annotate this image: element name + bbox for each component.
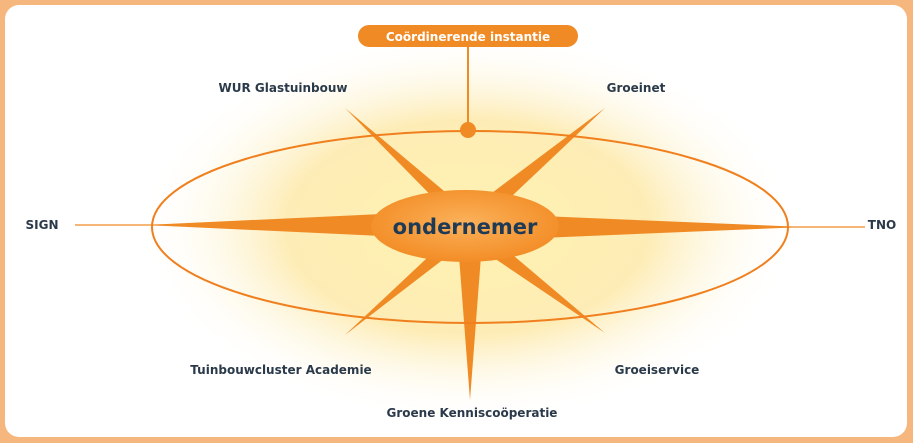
node-sign: SIGN [26,218,59,232]
coordinator-pill [358,25,578,47]
node-tuinbouwcluster-academie: Tuinbouwcluster Academie [190,363,371,377]
spike-south [457,230,483,400]
center-label: ondernemer [393,215,538,239]
network-diagram: Coördinerende instantie ondernemer WUR G… [26,25,896,422]
diagram-frame: Coördinerende instantie ondernemer WUR G… [5,5,907,437]
node-groene-kenniscooperatie: Groene Kenniscoöperatie [387,406,558,420]
node-groeiservice: Groeiservice [615,363,700,377]
coordinator-dot [460,122,476,138]
node-groeinet: Groeinet [607,81,666,95]
center-node [371,190,559,262]
coordinator-label: Coördinerende instantie [386,30,550,44]
node-tno: TNO [868,218,896,232]
node-wur-glastuinbouw: WUR Glastuinbouw [219,81,348,95]
